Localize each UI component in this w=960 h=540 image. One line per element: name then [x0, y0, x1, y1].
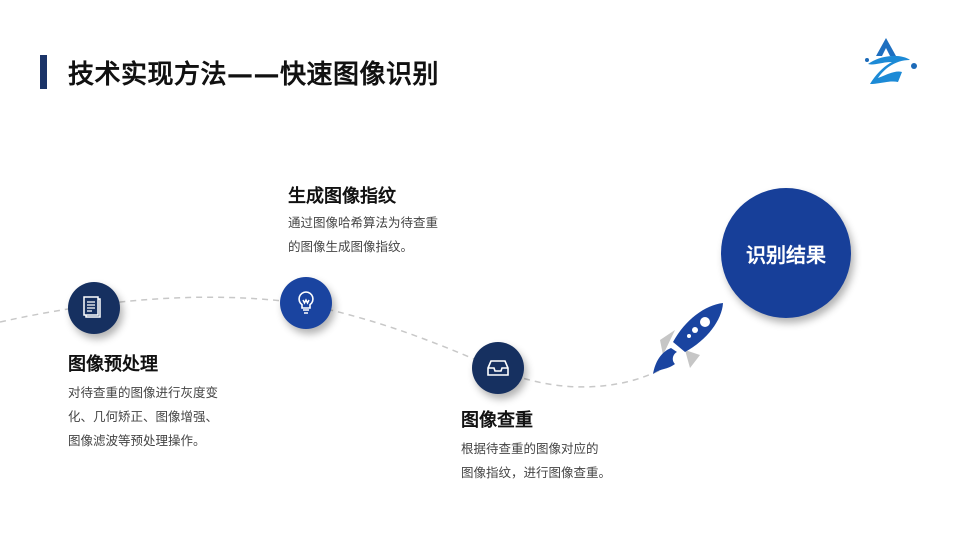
- step-2-desc: 通过图像哈希算法为待查重的图像生成图像指纹。: [288, 215, 439, 254]
- page-title: 技术实现方法——快速图像识别: [68, 60, 440, 90]
- step-3-desc: 根据待查重的图像对应的图像指纹，进行图像查重。: [461, 441, 612, 480]
- step-2-title: 生成图像指纹: [288, 186, 396, 207]
- document-icon: [83, 296, 101, 318]
- step-3-circle: [472, 342, 524, 394]
- step-3-title: 图像查重: [461, 410, 533, 431]
- lightbulb-icon: [298, 291, 314, 314]
- step-1-desc: 对待查重的图像进行灰度变化、几何矫正、图像增强、图像滤波等预处理操作。: [68, 385, 219, 448]
- step-1-circle: [68, 282, 120, 334]
- step-1-title: 图像预处理: [68, 354, 158, 375]
- result-circle: 识别结果: [721, 188, 851, 318]
- step-2-circle: [280, 277, 332, 329]
- rocket-icon: [653, 303, 723, 374]
- title-accent-bar: [40, 55, 47, 89]
- logo-icon: [865, 38, 917, 84]
- result-label: 识别结果: [746, 242, 826, 267]
- inbox-icon: [487, 360, 509, 376]
